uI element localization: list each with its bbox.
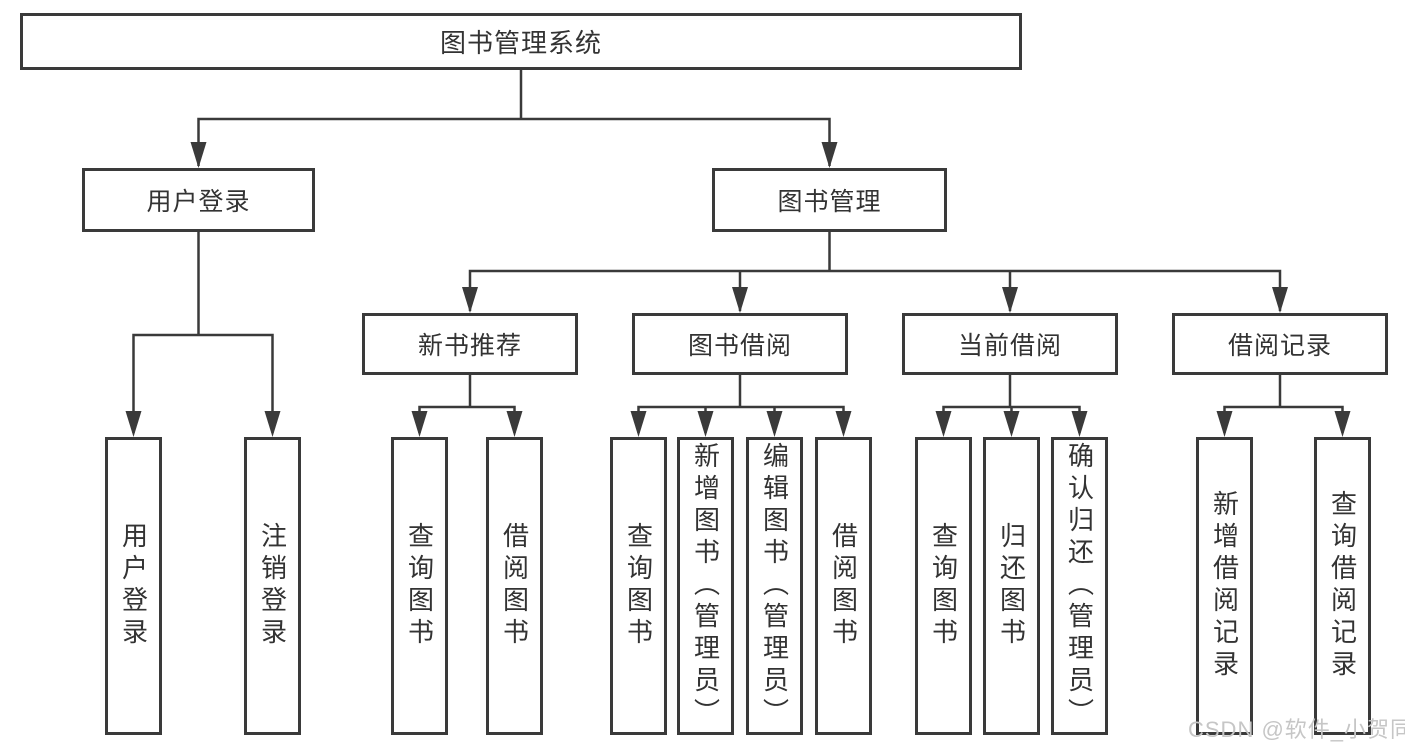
leaf-user-login: 用户登录	[105, 437, 162, 735]
leaf-query-books-borrowing: 查询图书	[610, 437, 667, 735]
leaf-add-book-admin: 新增图书（管理员）	[677, 437, 734, 735]
node-user-login: 用户登录	[82, 168, 315, 232]
leaf-return-books: 归还图书	[983, 437, 1040, 735]
leaf-query-borrow-record: 查询借阅记录	[1314, 437, 1371, 735]
node-borrowing-records: 借阅记录	[1172, 313, 1388, 375]
node-new-book-recommendation: 新书推荐	[362, 313, 578, 375]
node-book-borrowing: 图书借阅	[632, 313, 848, 375]
leaf-borrow-books-recommend: 借阅图书	[486, 437, 543, 735]
leaf-query-books-current: 查询图书	[915, 437, 972, 735]
leaf-borrow-books-borrowing: 借阅图书	[815, 437, 872, 735]
leaf-logout: 注销登录	[244, 437, 301, 735]
leaf-edit-book-admin: 编辑图书（管理员）	[746, 437, 803, 735]
leaf-add-borrow-record: 新增借阅记录	[1196, 437, 1253, 735]
leaf-query-books-recommend: 查询图书	[391, 437, 448, 735]
node-current-borrowing: 当前借阅	[902, 313, 1118, 375]
leaf-confirm-return-admin: 确认归还（管理员）	[1051, 437, 1108, 735]
node-library-management-system: 图书管理系统	[20, 13, 1022, 70]
watermark: CSDN @软件_小贺同学	[1188, 717, 1405, 742]
node-book-management: 图书管理	[712, 168, 947, 232]
